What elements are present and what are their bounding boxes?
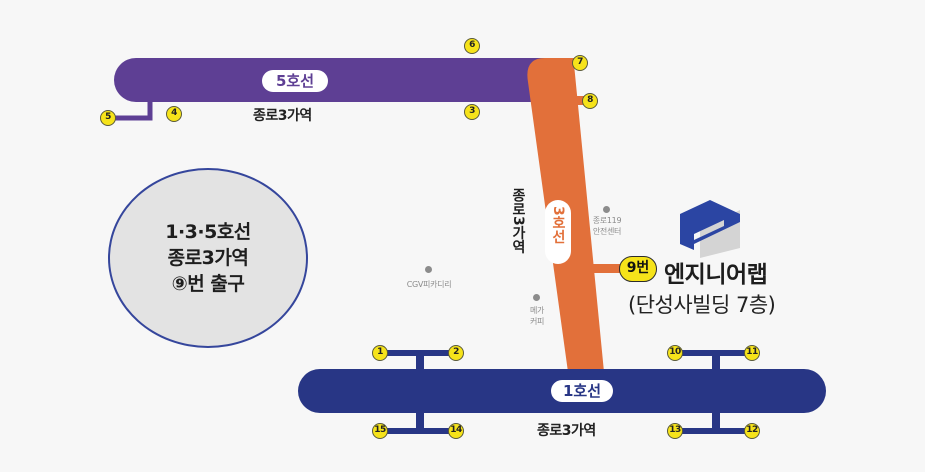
destination-building: (단성사빌딩 7층) xyxy=(628,293,776,317)
exit-15-badge: 15 xyxy=(372,423,388,439)
line5-station-name: 종로3가역 xyxy=(253,108,312,124)
line5-track xyxy=(114,58,560,121)
destination-name: 엔지니어랩 xyxy=(664,262,768,288)
exit-11-badge: 11 xyxy=(744,345,760,361)
line5-label: 5호선 xyxy=(262,70,328,92)
info-station: 종로3가역 xyxy=(167,247,249,269)
line1-station-name: 종로3가역 xyxy=(537,423,596,439)
landmark-fire-station-label: 종로119 안전센터 xyxy=(592,216,622,236)
line1-label: 1호선 xyxy=(551,380,613,402)
landmark-mega-coffee-dot xyxy=(533,294,540,301)
line3-label: 3호선 xyxy=(545,200,571,264)
exit-info-circle: 1·3·5호선 종로3가역 ⑨번 출구 xyxy=(108,168,308,348)
landmark-cgv-dot xyxy=(425,266,432,273)
exit-2-badge: 2 xyxy=(448,345,464,361)
exit-8-badge: 8 xyxy=(582,93,598,109)
exit-4-badge: 4 xyxy=(166,106,182,122)
exit-7-badge: 7 xyxy=(572,55,588,71)
exit-14-badge: 14 xyxy=(448,423,464,439)
exit-12-badge: 12 xyxy=(744,423,760,439)
info-exit: ⑨번 출구 xyxy=(171,273,245,295)
exit-6-badge: 6 xyxy=(464,38,480,54)
exit-9-badge: 9번 xyxy=(619,256,657,282)
engineer-lab-logo-icon xyxy=(680,200,740,258)
line3-label-text: 3호선 xyxy=(550,206,566,244)
info-lines: 1·3·5호선 xyxy=(165,221,251,243)
exit-5-badge: 5 xyxy=(100,110,116,126)
line3-station-name: 종로3가역 xyxy=(510,188,526,254)
exit-1-badge: 1 xyxy=(372,345,388,361)
landmark-mega-coffee-label: 메가 커피 xyxy=(529,306,545,326)
exit-10-badge: 10 xyxy=(667,345,683,361)
landmark-fire-station-dot xyxy=(603,206,610,213)
landmark-cgv-label: CGV피카디리 xyxy=(406,280,452,289)
exit-3-badge: 3 xyxy=(464,104,480,120)
exit-13-badge: 13 xyxy=(667,423,683,439)
